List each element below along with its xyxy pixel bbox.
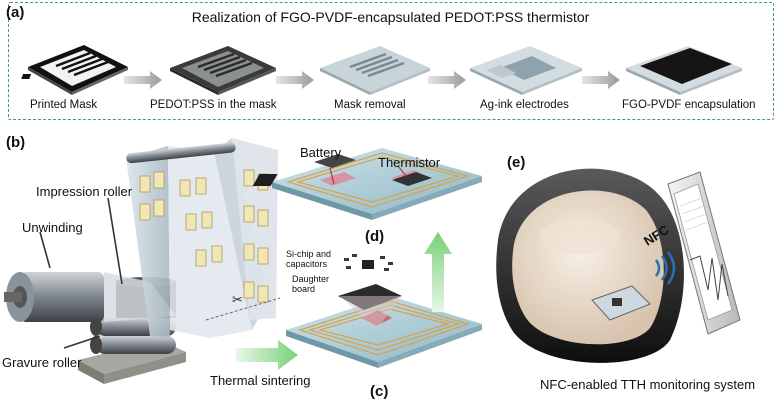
base-board — [286, 296, 482, 368]
impression-pointer — [107, 197, 123, 285]
panel-a-title: Realization of FGO-PVDF-encapsulated PED… — [191, 9, 590, 25]
panel-a-letter: (a) — [6, 4, 25, 21]
step-label-printed-mask: Printed Mask — [30, 99, 98, 111]
label-gravure-roller: Gravure roller — [2, 355, 82, 370]
step-encapsulation-image — [626, 46, 742, 95]
thermistor-part — [392, 172, 432, 186]
step-printed-mask-image — [21, 45, 128, 95]
process-arrow-4 — [582, 71, 620, 89]
packaged-chicken-tray — [496, 168, 684, 363]
panel-b-letter: (b) — [6, 134, 26, 151]
process-arrow-2 — [276, 71, 314, 89]
smartphone-image — [667, 171, 741, 335]
process-arrow-1 — [124, 71, 162, 89]
step-pedot-image — [170, 46, 276, 95]
step-label-mask-removal: Mask removal — [334, 99, 406, 111]
label-daughter-board: Daughter board — [292, 274, 329, 294]
step-label-pedot: PEDOT:PSS in the mask — [150, 99, 277, 111]
sintering-arrow — [236, 340, 298, 370]
process-arrow-3 — [428, 71, 466, 89]
label-thermistor: Thermistor — [378, 155, 441, 170]
assembled-board — [252, 148, 482, 220]
nfc-wave-icon — [654, 251, 676, 285]
svg-text:✂: ✂ — [232, 293, 243, 308]
unwinding-pointer — [39, 231, 51, 269]
panel-c-letter: (c) — [370, 383, 389, 400]
assembly-arrow — [424, 232, 452, 312]
label-si-chip: Si-chip and capacitors — [286, 249, 331, 269]
label-si-chip-line2: capacitors — [286, 259, 328, 269]
battery-part — [314, 154, 356, 168]
panel-d-letter: (d) — [365, 228, 385, 245]
step-ag-electrodes-image — [470, 46, 582, 95]
step-label-encapsulation: FGO-PVDF encapsulation — [622, 99, 756, 111]
panel-e-letter: (e) — [507, 154, 526, 171]
label-si-chip-line1: Si-chip and — [286, 249, 332, 259]
label-thermal-sintering: Thermal sintering — [210, 373, 311, 388]
label-unwinding: Unwinding — [22, 220, 83, 235]
label-daughter-line2: board — [292, 284, 316, 294]
label-battery: Battery — [300, 145, 342, 160]
daughter-board — [338, 254, 402, 330]
gravure-pointer — [63, 335, 101, 349]
label-impression-roller: Impression roller — [36, 184, 133, 199]
label-daughter-line1: Daughter — [292, 274, 330, 284]
label-nfc-system: NFC-enabled TTH monitoring system — [540, 377, 756, 392]
panel-a-frame — [8, 2, 774, 120]
step-label-ag-electrodes: Ag-ink electrodes — [480, 99, 569, 111]
printed-film-web: ✂ — [126, 138, 281, 340]
step-mask-removal-image — [320, 46, 430, 95]
